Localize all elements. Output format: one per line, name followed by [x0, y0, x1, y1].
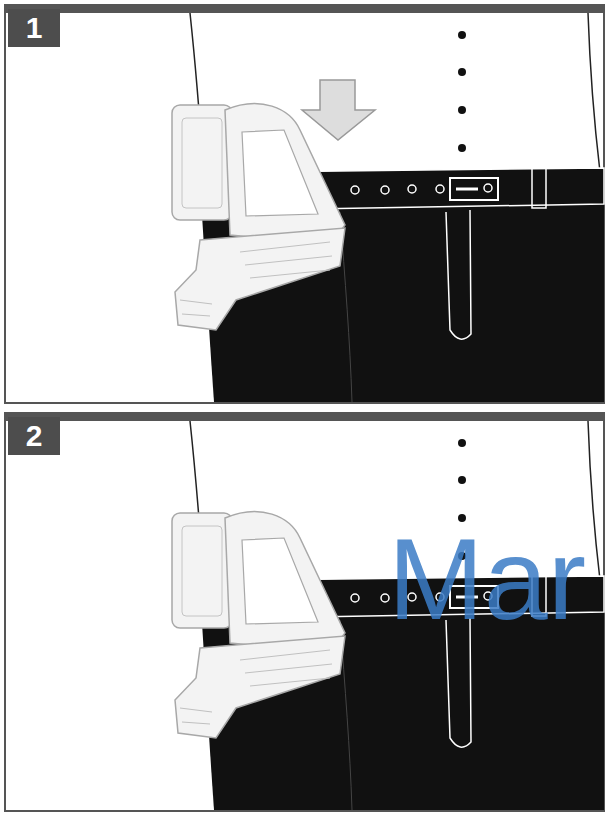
step-number: 2: [26, 421, 43, 451]
down-arrow: [302, 80, 375, 140]
step-number-tag: 1: [8, 9, 60, 47]
belt-clip-scene: [5, 5, 604, 403]
watermark: Mar: [388, 522, 586, 637]
step-number: 1: [26, 13, 43, 43]
belt-clip-scene: [5, 413, 604, 811]
step-number-tag: 2: [8, 417, 60, 455]
